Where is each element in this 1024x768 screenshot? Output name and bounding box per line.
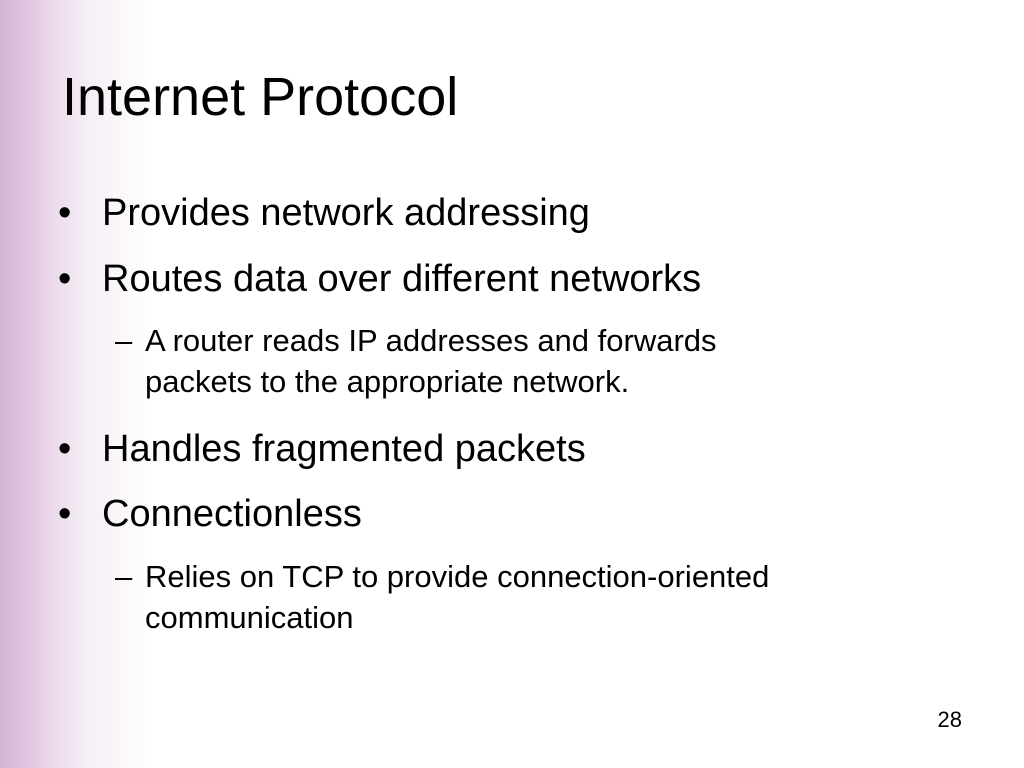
bullet-item: • Connectionless (58, 492, 362, 536)
page-number: 28 (937, 707, 962, 732)
sub-bullet-marker: – (115, 323, 133, 358)
bullet-item: • Handles fragmented packets (58, 427, 586, 471)
bullet-text: Connectionless (102, 493, 362, 535)
bullet-marker: • (58, 493, 72, 535)
bullet-item: • Provides network addressing (58, 191, 590, 235)
bullet-marker: • (58, 258, 72, 300)
bullet-text: Routes data over different networks (102, 258, 702, 300)
sub-bullet-text-line1: A router reads IP addresses and forwards (145, 323, 717, 358)
decorative-side-gradient (0, 0, 150, 768)
sub-bullet-item: –Relies on TCP to provide connection-ori… (115, 556, 769, 638)
bullet-text: Handles fragmented packets (102, 428, 586, 470)
slide-title: Internet Protocol (62, 67, 459, 127)
sub-bullet-text-line1: Relies on TCP to provide connection-orie… (145, 559, 770, 594)
bullet-marker: • (58, 428, 72, 470)
bullet-marker: • (58, 192, 72, 234)
sub-bullet-text-line2: packets to the appropriate network. (145, 364, 630, 399)
sub-bullet-item: –A router reads IP addresses and forward… (115, 320, 717, 402)
bullet-text: Provides network addressing (102, 192, 590, 234)
sub-bullet-marker: – (115, 559, 133, 594)
sub-bullet-text-line2: communication (145, 600, 354, 635)
bullet-item: • Routes data over different networks (58, 257, 701, 301)
